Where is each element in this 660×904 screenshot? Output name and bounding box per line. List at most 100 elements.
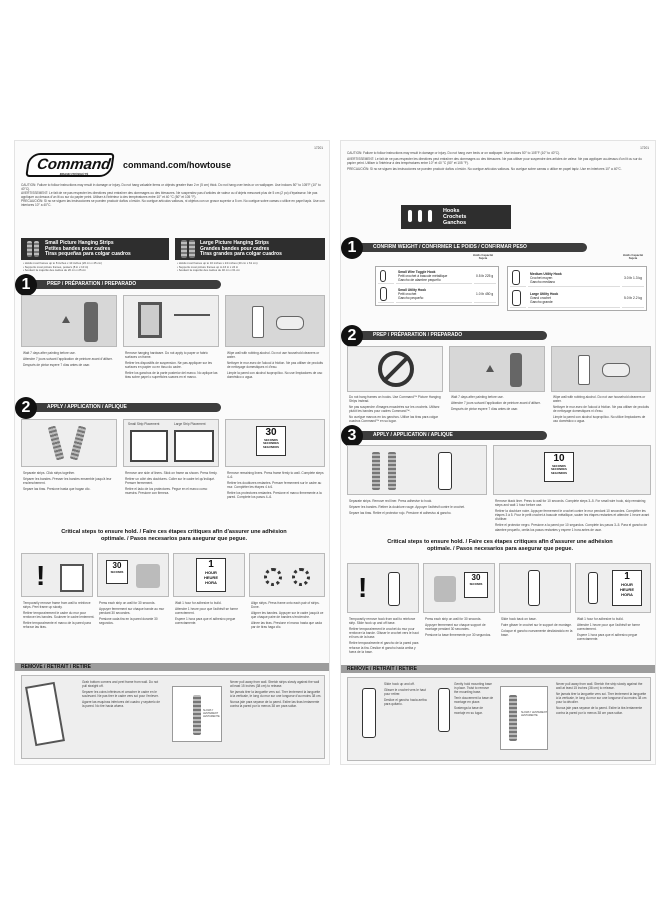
prep-en-3: Wipe wall with rubbing alcohol. Do not u… — [553, 395, 646, 404]
hanging-wire-icon — [174, 314, 210, 316]
mounting-base-icon — [438, 688, 450, 732]
product-code: 17201 — [314, 146, 323, 150]
frame-tilt-icon — [25, 681, 65, 747]
critical-panel-press: 30 SECONDS — [97, 553, 169, 597]
remove-en-1: Slide hook up and off. — [384, 682, 415, 686]
apply-banner: APPLY / APPLICATION / APLIQUE — [21, 403, 221, 412]
large-strips-title: Large Picture Hanging Strips Grandes ban… — [200, 240, 282, 258]
large-strip-icon — [181, 240, 187, 258]
apply-es-1: Separe las tiras. Retire el protector ro… — [349, 511, 452, 516]
apply-en-1: Separate strips. Click strips together. — [23, 471, 75, 475]
critical-steps-note: Critical steps to ensure hold. / Faire c… — [387, 539, 613, 552]
prep-caption-2: Wait 7 days after painting before use. A… — [451, 395, 545, 411]
remove-text-2: Never pull away from wall. Stretch the s… — [556, 682, 648, 715]
remove-fr-1: Glisser le crochet vers le haut pour ret… — [384, 688, 426, 697]
remove-en-1: Grab bottom corners and peel frame from … — [82, 680, 159, 689]
hour-unit-fr: HEURE — [619, 587, 634, 592]
hook-name-es: Gancho pequeño — [398, 296, 424, 300]
hand-press-icon — [434, 576, 456, 602]
prep-es-3: Limpie la pared con alcohol isopropílico… — [553, 415, 646, 424]
prep-caption-3: Wipe wall with rubbing alcohol. Do not u… — [553, 395, 651, 424]
hook-name-fr: Petit crochet à bascule métallique — [398, 274, 448, 278]
remove-es-2: Nunca jale para separar de la pared. Est… — [556, 706, 643, 715]
timer-unit: SECONDS — [469, 583, 483, 586]
apply-fr-1: Séparer les bandes. Presser les bandes e… — [23, 477, 112, 486]
large-hook-icon — [512, 290, 521, 306]
strip-icon — [193, 695, 201, 735]
caution-es: PRECAUCIÓN: Si no se siguen las instrucc… — [21, 199, 325, 208]
strip-stretch-illustration: SLOWLY LENTEMENT LENTAMENTE — [172, 686, 222, 742]
left-instruction-page: 17201 Command BRAND PRODUCTS command.com… — [14, 140, 330, 765]
apply-fr-3: Retirer les doublures restantes. Presser… — [227, 481, 322, 490]
small-strips-note: • Holds most frames up to 8 inches x 10 … — [23, 261, 103, 272]
timer-30-seconds-sign: 30 SECONDS SECONDES SEGUNDOS — [256, 426, 286, 456]
critical-en-3: Slide hook back on base. — [501, 617, 537, 621]
critical-fr-1: Retirer temporairement le crochet du mur… — [349, 627, 419, 640]
prep-caption-3: Wipe wall with rubbing alcohol. Do not u… — [227, 351, 325, 380]
hook-name-fr: Petit crochet — [398, 292, 417, 296]
prep-es-1: No cuelgue marcos en los ganchos. Utilic… — [349, 415, 438, 424]
right-instruction-page: 17201 CAUTION: Failure to follow instruc… — [340, 140, 656, 765]
hook-name: Small Utility Hook — [398, 288, 427, 292]
timer-number: 10 — [553, 453, 565, 464]
logo-wordmark: Command — [35, 156, 112, 173]
wait-1-hour-sign: 1 HOUR HEURE HORA — [196, 558, 226, 592]
caution-es: PRECAUCIÓN: Si no se siguen las instrucc… — [347, 167, 622, 172]
large-strips-header: Large Picture Hanging Strips Grandes ban… — [175, 238, 325, 260]
timer-number: 30 — [471, 573, 481, 582]
timer-10-seconds-sign: 10 SECONDS SECONDES SEGUNDOS — [544, 452, 574, 482]
critical-caption-2: Press each strip on wall for 30 seconds.… — [99, 601, 171, 625]
critical-es-4: Espere 1 hora para que el adhesivo pegue… — [577, 633, 638, 642]
apply-es-3: Retire los protectores restantes. Presio… — [227, 491, 322, 500]
help-site-link[interactable]: command.com/howtouse — [123, 160, 232, 170]
command-logo: Command BRAND PRODUCTS — [25, 153, 115, 177]
frame-back-small — [130, 430, 168, 462]
prep-es-2: Después de pintar espere 7 días antes de… — [451, 407, 518, 412]
slowly-label: SLOWLY LENTEMENT LENTAMENTE — [521, 711, 547, 717]
remove-fr-2: Ne jamais tirer la languette vers soi. T… — [230, 690, 322, 699]
timer-unit-en: SECONDS — [264, 438, 278, 442]
prep-es-1: Después de pintar espere 7 días antes de… — [23, 363, 90, 368]
hook-icon — [407, 209, 413, 223]
hook-icon — [588, 572, 598, 604]
critical-es-2: Presione la base firmemente por 30 segun… — [425, 633, 492, 638]
critical-steps-note: Critical steps to ensure hold. / Faire c… — [61, 529, 287, 542]
prep-panel-paint — [21, 295, 117, 347]
apply-panel-press: 10 SECONDS SECONDES SEGUNDOS — [493, 445, 651, 495]
hook-icon — [362, 688, 376, 738]
hour-number: 1 — [208, 559, 214, 570]
hooks-en: Hooks — [443, 208, 460, 214]
cloth-icon — [276, 316, 304, 330]
prep-en-2: Remove hanging hardware. Do not apply to… — [125, 351, 208, 360]
small-placement-label: Small Strip Placement — [128, 422, 160, 426]
timer-unit-en: SECONDS — [552, 464, 566, 468]
large-strips-fr: Grandes bandes pour cadres — [200, 245, 270, 252]
apply-en-2: Remove one side of liners. Stick on fram… — [125, 471, 218, 475]
exclamation-icon: ! — [36, 560, 46, 591]
small-strips-fr: Petites bandes pour cadres — [45, 245, 111, 252]
critical-caption-2: Press each strip on wall for 30 seconds.… — [425, 617, 497, 637]
prep-banner: PREP / PRÉPARATION / PREPARADO — [21, 280, 221, 289]
apply-caption-3: Remove remaining liners. Press frame fir… — [227, 471, 325, 500]
prep-caption-1: Do not hang frames on hooks. Use Command… — [349, 395, 443, 424]
logo-tagline: BRAND PRODUCTS — [59, 172, 89, 176]
hook-name: Medium Utility Hook — [530, 271, 562, 276]
prep-en-1: Do not hang frames on hooks. Use Command… — [349, 395, 441, 404]
strip-icon — [509, 695, 517, 741]
hook-icon — [417, 209, 423, 223]
prep-panel-wipe — [225, 295, 325, 347]
apply-es-2: Retire el protector negro. Presione a la… — [495, 523, 648, 532]
apply-fr-2: Retirer un côté des doublures. Coller su… — [125, 477, 215, 486]
remove-en-2: Never pull away from wall. Stretch strip… — [230, 680, 320, 689]
small-strips-title: Small Picture Hanging Strips Petites ban… — [45, 240, 131, 258]
exclamation-icon: ! — [358, 572, 368, 603]
apply-caption-2: Remove black liner. Press to wall for 10… — [495, 499, 651, 532]
critical-es-1: Retire temporalmente el marco de la pare… — [23, 621, 91, 630]
remove-es-1: Deslice el gancho hacia arriba para quit… — [384, 698, 427, 707]
hooks-fr: Crochets — [443, 214, 467, 220]
remove-text-1: Grab bottom corners and peel frame from … — [82, 680, 162, 709]
timer-number: 30 — [265, 427, 277, 438]
remove-banner: REMOVE / RETRAIT / RETIRE — [21, 664, 92, 670]
